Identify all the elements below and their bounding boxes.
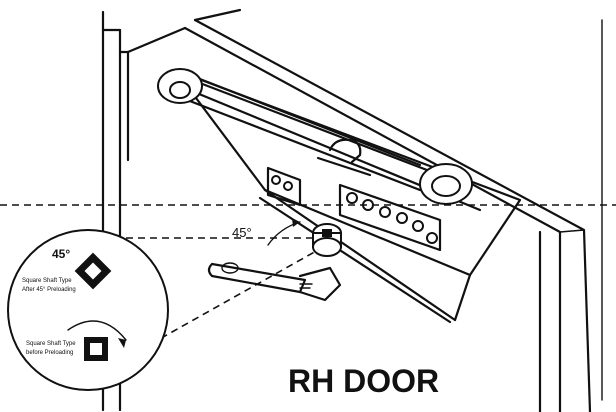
before-caption-line1: Square Shaft Type <box>26 341 76 347</box>
spindle <box>312 223 342 257</box>
after-caption-line1: Square Shaft Type <box>22 278 72 284</box>
leader-line-bottom <box>139 249 319 351</box>
before-caption-line2: before Preloading <box>26 350 73 356</box>
preload-arrow <box>67 320 127 341</box>
inset-angle-label: 45° <box>52 247 70 261</box>
hook <box>328 138 362 164</box>
rotation-arc <box>267 221 301 246</box>
wrench-icon <box>207 262 342 302</box>
inset-detail: 45° Square Shaft Type After 45° Preloadi… <box>7 229 169 391</box>
link-arms <box>157 68 473 205</box>
after-caption-line2: After 45° Preloading <box>22 287 76 293</box>
page-title: RH DOOR <box>288 363 439 399</box>
angle-label: 45° <box>232 225 252 240</box>
